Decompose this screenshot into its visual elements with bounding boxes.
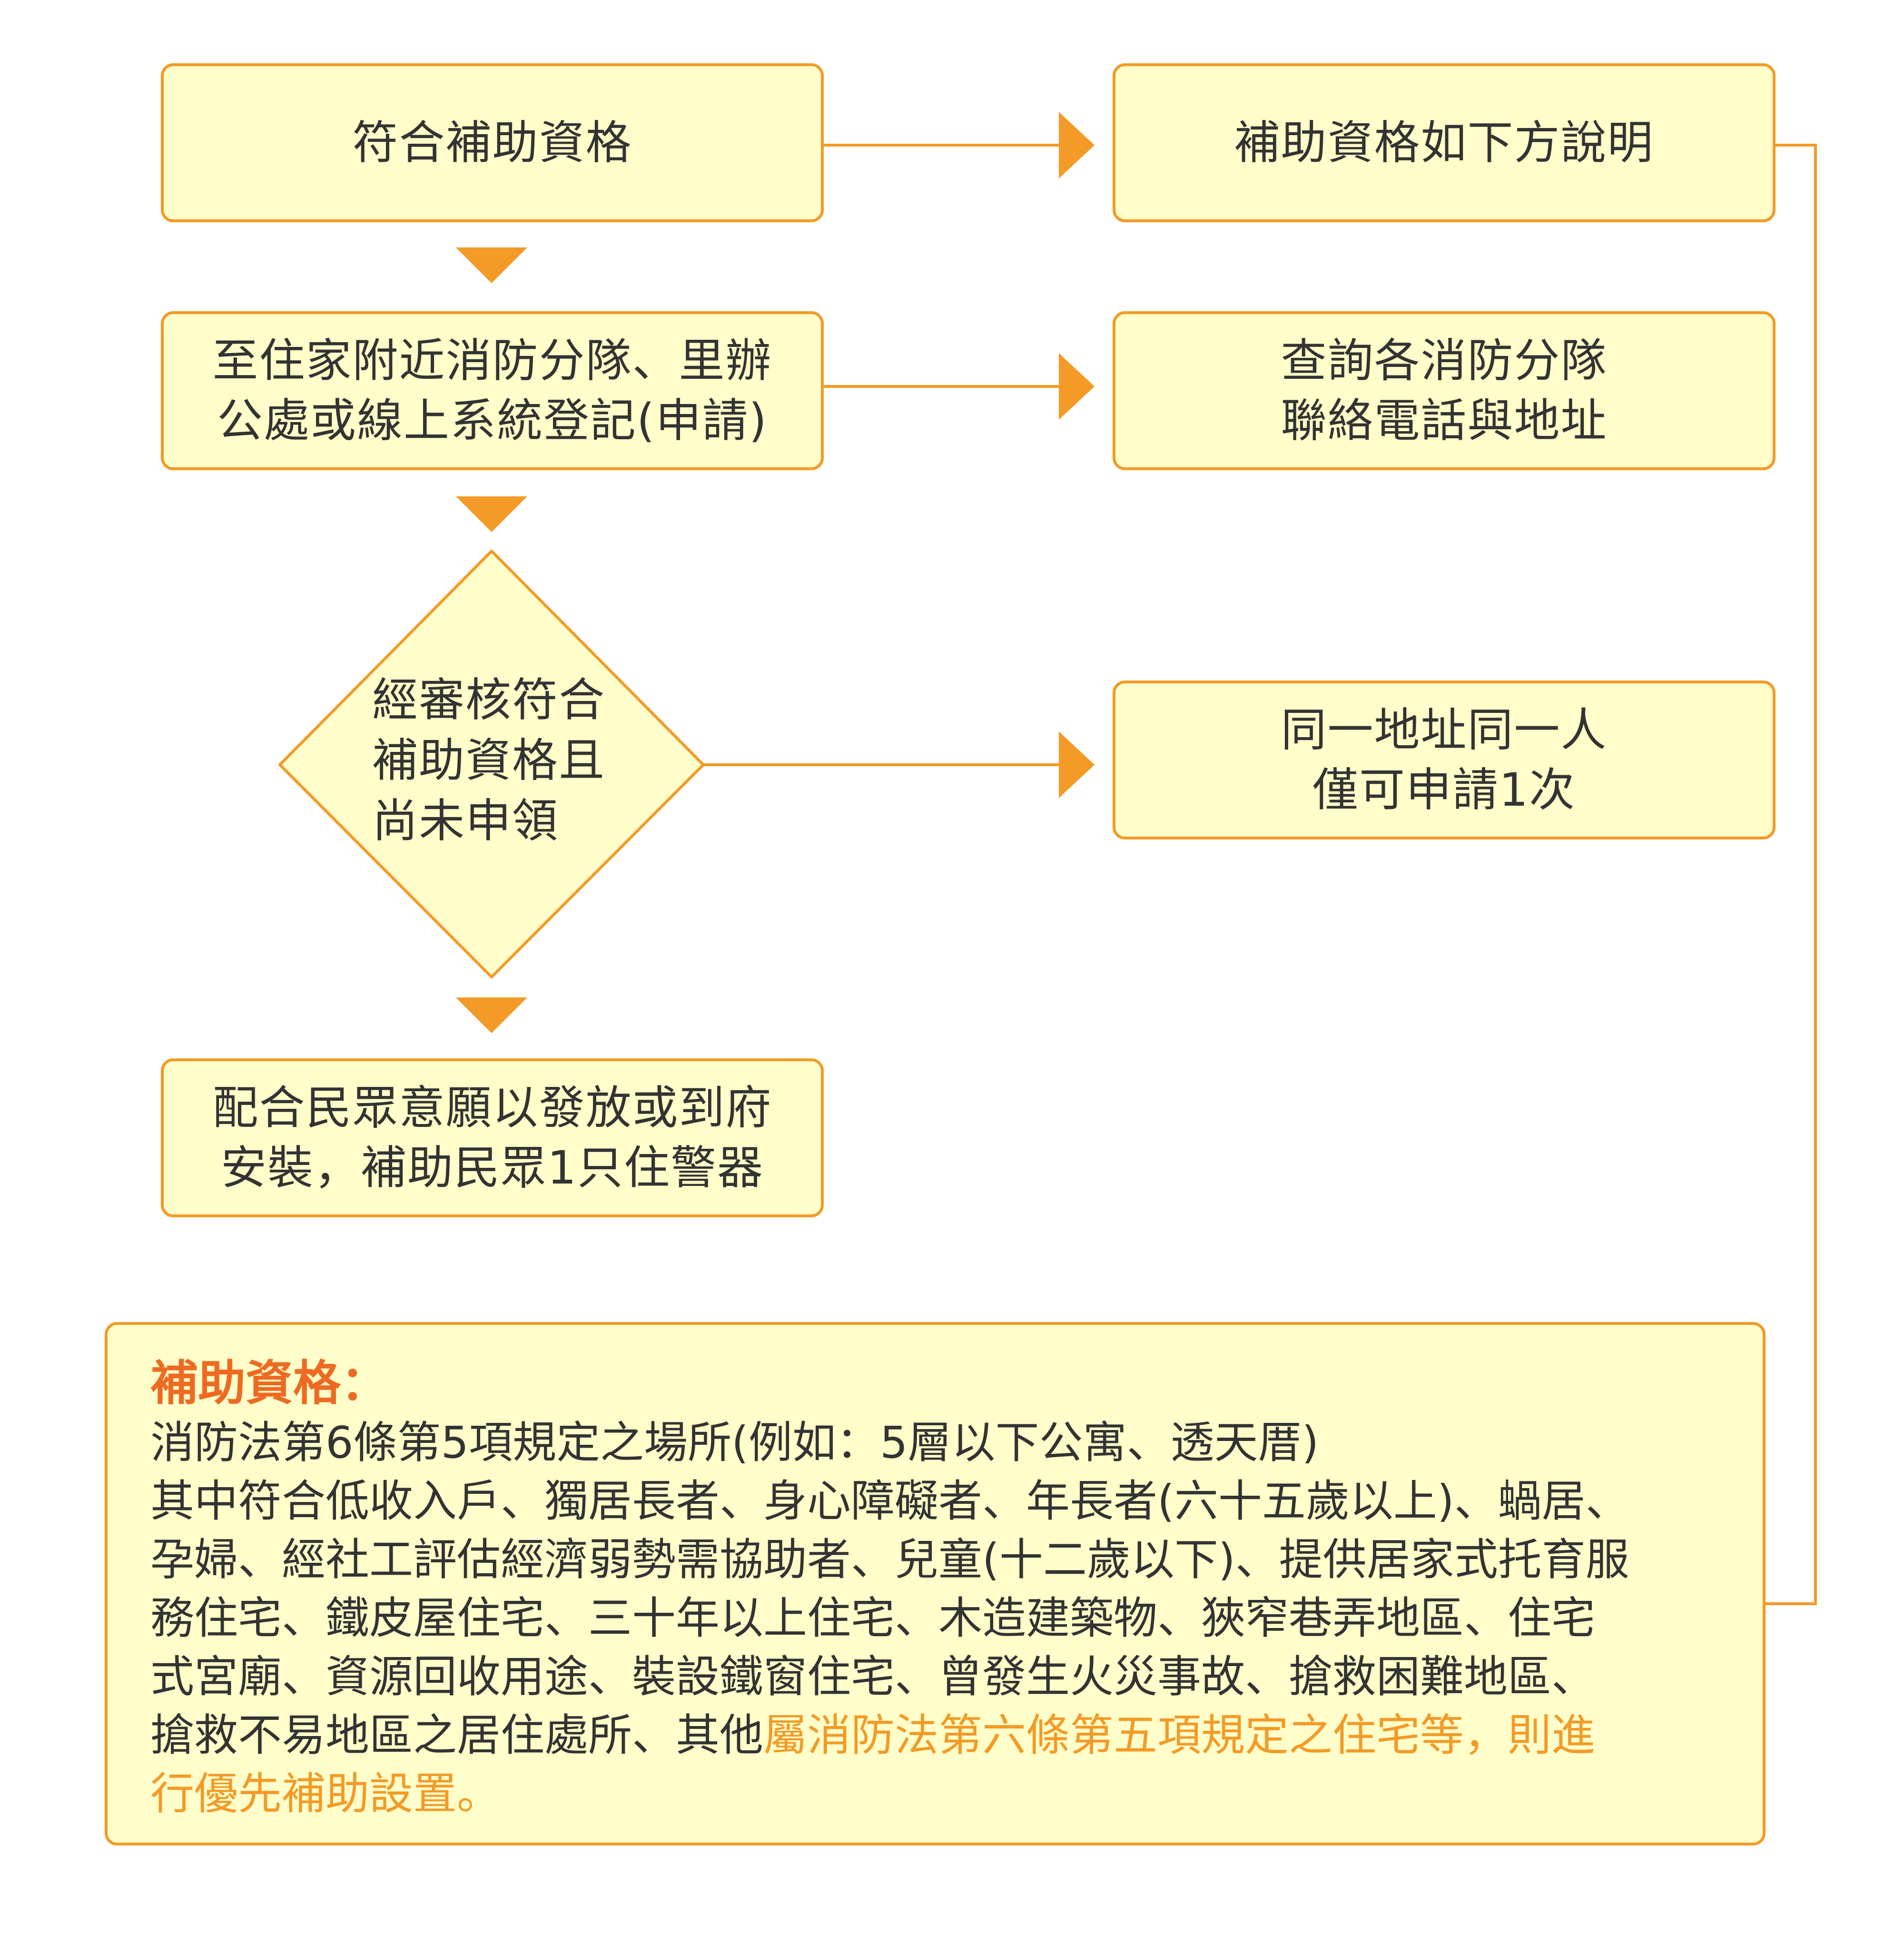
register-line: 至住家附近消防分隊、里辦 [212, 334, 772, 387]
query-text: 查詢各消防分隊 聯絡電話與地址 [1281, 331, 1608, 451]
eligibility-title: 補助資格： [150, 1355, 388, 1411]
install-box: 配合民眾意願以發放或到府 安裝，補助民眾1只住警器 [161, 1058, 824, 1217]
review-line: 經審核符合 [372, 673, 605, 727]
arrowhead-down-2 [456, 496, 527, 532]
limit-text: 同一地址同一人 僅可申請1次 [1281, 700, 1608, 820]
qualify-note-line: 補助資格如下方說明 [1234, 116, 1654, 169]
qualify-note-text: 補助資格如下方說明 [1234, 113, 1654, 173]
decision-diamond [278, 550, 705, 978]
qualify-line: 符合補助資格 [352, 116, 632, 169]
eligibility-body: 消防法第6條第5項規定之場所(例如：5層以下公寓、透天厝) 其中符合低收入戶、獨… [150, 1413, 1729, 1823]
eligibility-row-highlight: 行優先補助設置。 [150, 1768, 501, 1819]
query-line: 聯絡電話與地址 [1281, 394, 1608, 447]
install-text: 配合民眾意願以發放或到府 安裝，補助民眾1只住警器 [213, 1078, 772, 1198]
eligibility-row: 其中符合低收入戶、獨居長者、身心障礙者、年長者(六十五歲以上)、蝸居、 [150, 1472, 1729, 1530]
query-line: 查詢各消防分隊 [1281, 334, 1608, 387]
review-line: 尚未申領 [372, 794, 559, 848]
eligibility-row: 行優先補助設置。 [150, 1765, 1729, 1823]
eligibility-row: 式宮廟、資源回收用途、裝設鐵窗住宅、曾發生火災事故、搶救困難地區、 [150, 1648, 1729, 1706]
qualify-note-box: 補助資格如下方說明 [1113, 63, 1776, 222]
eligibility-row-text: 搶救不易地區之居住處所、其他 [150, 1710, 764, 1761]
bracket-note-to-eligibility [1766, 144, 1817, 1605]
limit-line: 同一地址同一人 [1281, 703, 1608, 757]
register-box: 至住家附近消防分隊、里辦 公處或線上系統登記(申請) [161, 311, 824, 470]
arrowhead-right-3 [1059, 731, 1095, 798]
review-line: 補助資格且 [372, 734, 605, 787]
qualify-box: 符合補助資格 [161, 63, 824, 222]
qualify-text: 符合補助資格 [353, 113, 632, 173]
eligibility-row: 務住宅、鐵皮屋住宅、三十年以上住宅、木造建築物、狹窄巷弄地區、住宅 [150, 1589, 1729, 1648]
register-line: 公處或線上系統登記(申請) [217, 394, 768, 447]
eligibility-row: 消防法第6條第5項規定之場所(例如：5層以下公寓、透天厝) [150, 1413, 1729, 1472]
eligibility-row: 搶救不易地區之居住處所、其他屬消防法第六條第五項規定之住宅等，則進 [150, 1706, 1729, 1765]
arrowhead-right-2 [1059, 353, 1095, 420]
limit-box: 同一地址同一人 僅可申請1次 [1113, 681, 1776, 839]
install-line: 安裝，補助民眾1只住警器 [220, 1141, 764, 1194]
eligibility-row-text: 務住宅、鐵皮屋住宅、三十年以上住宅、木造建築物、狹窄巷弄地區、住宅 [150, 1593, 1596, 1644]
review-text: 經審核符合 補助資格且 尚未申領 [372, 670, 639, 851]
install-line: 配合民眾意願以發放或到府 [212, 1081, 772, 1135]
query-box: 查詢各消防分隊 聯絡電話與地址 [1113, 311, 1776, 470]
arrowhead-right-1 [1059, 112, 1095, 178]
arrowhead-down-1 [456, 247, 527, 283]
register-text: 至住家附近消防分隊、里辦 公處或線上系統登記(申請) [213, 331, 772, 451]
eligibility-row-text: 式宮廟、資源回收用途、裝設鐵窗住宅、曾發生火災事故、搶救困難地區、 [150, 1651, 1596, 1702]
eligibility-row-highlight: 屬消防法第六條第五項規定之住宅等，則進 [763, 1710, 1596, 1761]
eligibility-row-text: 其中符合低收入戶、獨居長者、身心障礙者、年長者(六十五歲以上)、蝸居、 [150, 1476, 1629, 1527]
eligibility-row-text: 消防法第6條第5項規定之場所(例如：5層以下公寓、透天厝) [150, 1417, 1319, 1468]
eligibility-row-text: 孕婦、經社工評估經濟弱勢需協助者、兒童(十二歲以下)、提供居家式托育服 [150, 1534, 1629, 1585]
limit-line: 僅可申請1次 [1312, 763, 1576, 817]
eligibility-row: 孕婦、經社工評估經濟弱勢需協助者、兒童(十二歲以下)、提供居家式托育服 [150, 1530, 1729, 1589]
arrowhead-down-3 [456, 997, 527, 1033]
eligibility-box: 補助資格： 消防法第6條第5項規定之場所(例如：5層以下公寓、透天厝) 其中符合… [105, 1322, 1766, 1845]
